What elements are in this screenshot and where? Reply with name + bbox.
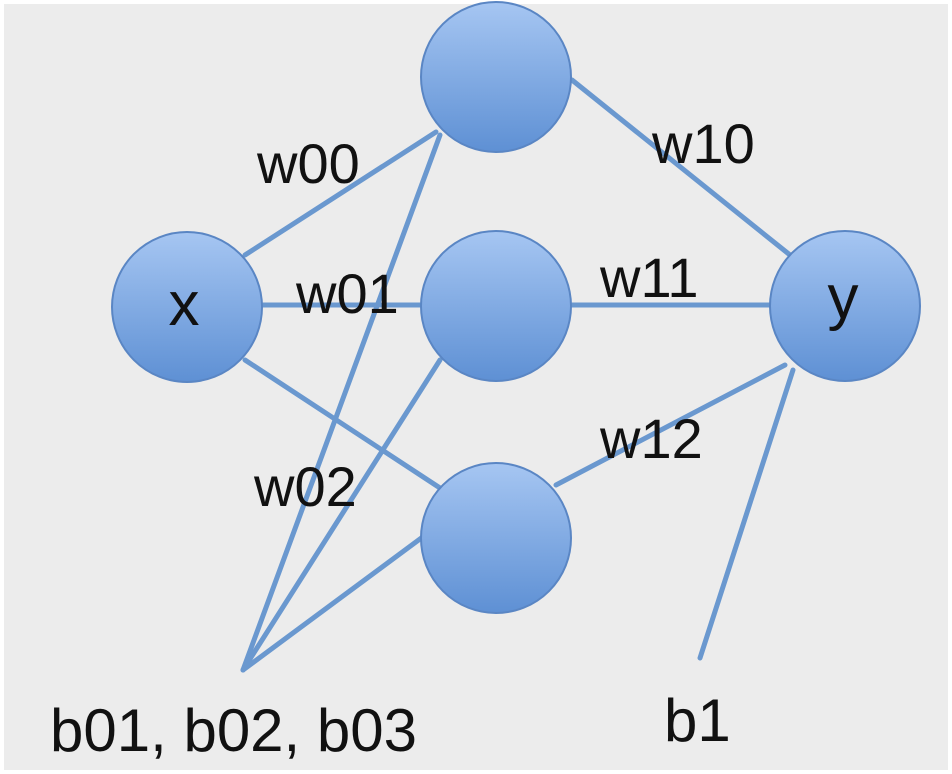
- weight-label-w02: w02: [253, 455, 357, 518]
- input-node-x: [111, 231, 263, 383]
- edge-bias-h0: [240, 132, 443, 673]
- edge-h0-y: [569, 77, 793, 258]
- edge-x-h2: [242, 357, 443, 491]
- output-bias-label: b1: [664, 687, 731, 754]
- weight-label-w12: w12: [599, 407, 703, 470]
- weight-label-w11: w11: [599, 246, 699, 309]
- edge-bias-h2: [240, 533, 427, 673]
- hidden-node-0: [420, 1, 572, 153]
- input-node-label: x: [169, 270, 200, 339]
- weight-label-w01: w01: [295, 262, 399, 325]
- weight-label-w10: w10: [651, 112, 755, 175]
- hidden-bias-label: b01, b02, b03: [50, 697, 417, 764]
- edge-x-h0: [242, 129, 439, 258]
- output-node-y: [769, 230, 921, 382]
- hidden-node-1: [420, 230, 572, 382]
- edge-bias-y: [697, 367, 796, 661]
- hidden-node-2: [420, 462, 572, 614]
- output-node-label: y: [828, 263, 859, 332]
- weight-label-w00: w00: [256, 132, 360, 195]
- edge-bias-h1: [240, 357, 443, 673]
- edge-h2-y: [553, 362, 788, 488]
